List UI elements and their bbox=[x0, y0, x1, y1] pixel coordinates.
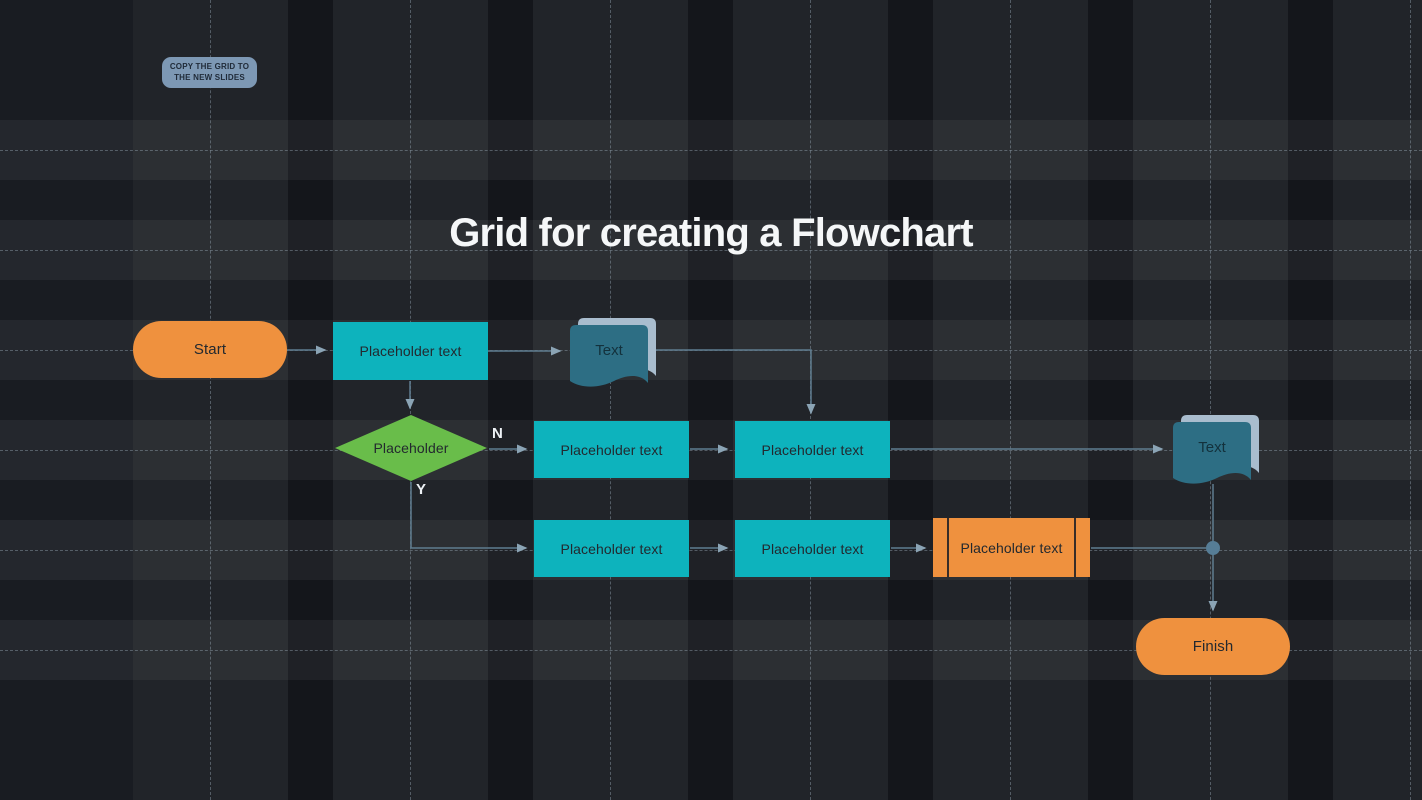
grid-column-gap bbox=[1088, 0, 1133, 800]
finish-node[interactable]: Finish bbox=[1136, 618, 1290, 675]
document2-shape bbox=[1173, 415, 1259, 484]
grid-row-band bbox=[0, 220, 1422, 280]
process5-node[interactable]: Placeholder text bbox=[735, 520, 890, 577]
decision-shape bbox=[335, 415, 487, 481]
grid-guide-horizontal bbox=[0, 250, 1422, 251]
grid-row-band bbox=[0, 520, 1422, 580]
grid-row-band bbox=[0, 120, 1422, 180]
process3-node[interactable]: Placeholder text bbox=[735, 421, 890, 478]
grid-column-gap bbox=[1288, 0, 1333, 800]
branch-label-no: N bbox=[492, 425, 503, 442]
grid-column-gap bbox=[688, 0, 733, 800]
junction-dot bbox=[1206, 541, 1220, 555]
process1-node[interactable]: Placeholder text bbox=[333, 322, 488, 380]
connector-decision-process4-yes bbox=[410, 482, 528, 553]
grid-guide-horizontal bbox=[0, 150, 1422, 151]
document1-label: Text bbox=[595, 341, 623, 359]
grid-column-gap bbox=[888, 0, 933, 800]
decision-node[interactable]: Placeholder bbox=[335, 415, 487, 481]
process4-node[interactable]: Placeholder text bbox=[534, 520, 689, 577]
document1-node[interactable]: Text bbox=[570, 318, 656, 397]
grid-guide-horizontal bbox=[0, 650, 1422, 651]
grid-column-gap bbox=[488, 0, 533, 800]
grid-guide-vertical bbox=[1010, 0, 1011, 800]
grid-guide-horizontal bbox=[0, 450, 1422, 451]
grid-guide-horizontal bbox=[0, 550, 1422, 551]
copy-grid-note[interactable]: COPY THE GRID TO THE NEW SLIDES bbox=[162, 57, 257, 88]
connector-document1-process3 bbox=[652, 349, 816, 415]
grid-guide-vertical bbox=[1210, 0, 1211, 800]
process2-node[interactable]: Placeholder text bbox=[534, 421, 689, 478]
grid-guide-vertical bbox=[610, 0, 611, 800]
grid-guide-vertical bbox=[1410, 0, 1411, 800]
document2-node[interactable]: Text bbox=[1173, 415, 1259, 494]
document2-label: Text bbox=[1198, 438, 1226, 456]
slide-title[interactable]: Grid for creating a Flowchart bbox=[449, 211, 973, 255]
branch-label-yes: Y bbox=[416, 481, 427, 498]
copy-grid-note-line2: THE NEW SLIDES bbox=[174, 72, 245, 82]
predefined-process-node[interactable]: Placeholder text bbox=[933, 518, 1090, 577]
start-node[interactable]: Start bbox=[133, 321, 287, 378]
document1-shape bbox=[570, 318, 656, 387]
grid-column-gap bbox=[288, 0, 333, 800]
copy-grid-note-line1: COPY THE GRID TO bbox=[169, 61, 250, 71]
grid-guide-vertical bbox=[210, 0, 211, 800]
decision-label: Placeholder bbox=[373, 440, 449, 456]
